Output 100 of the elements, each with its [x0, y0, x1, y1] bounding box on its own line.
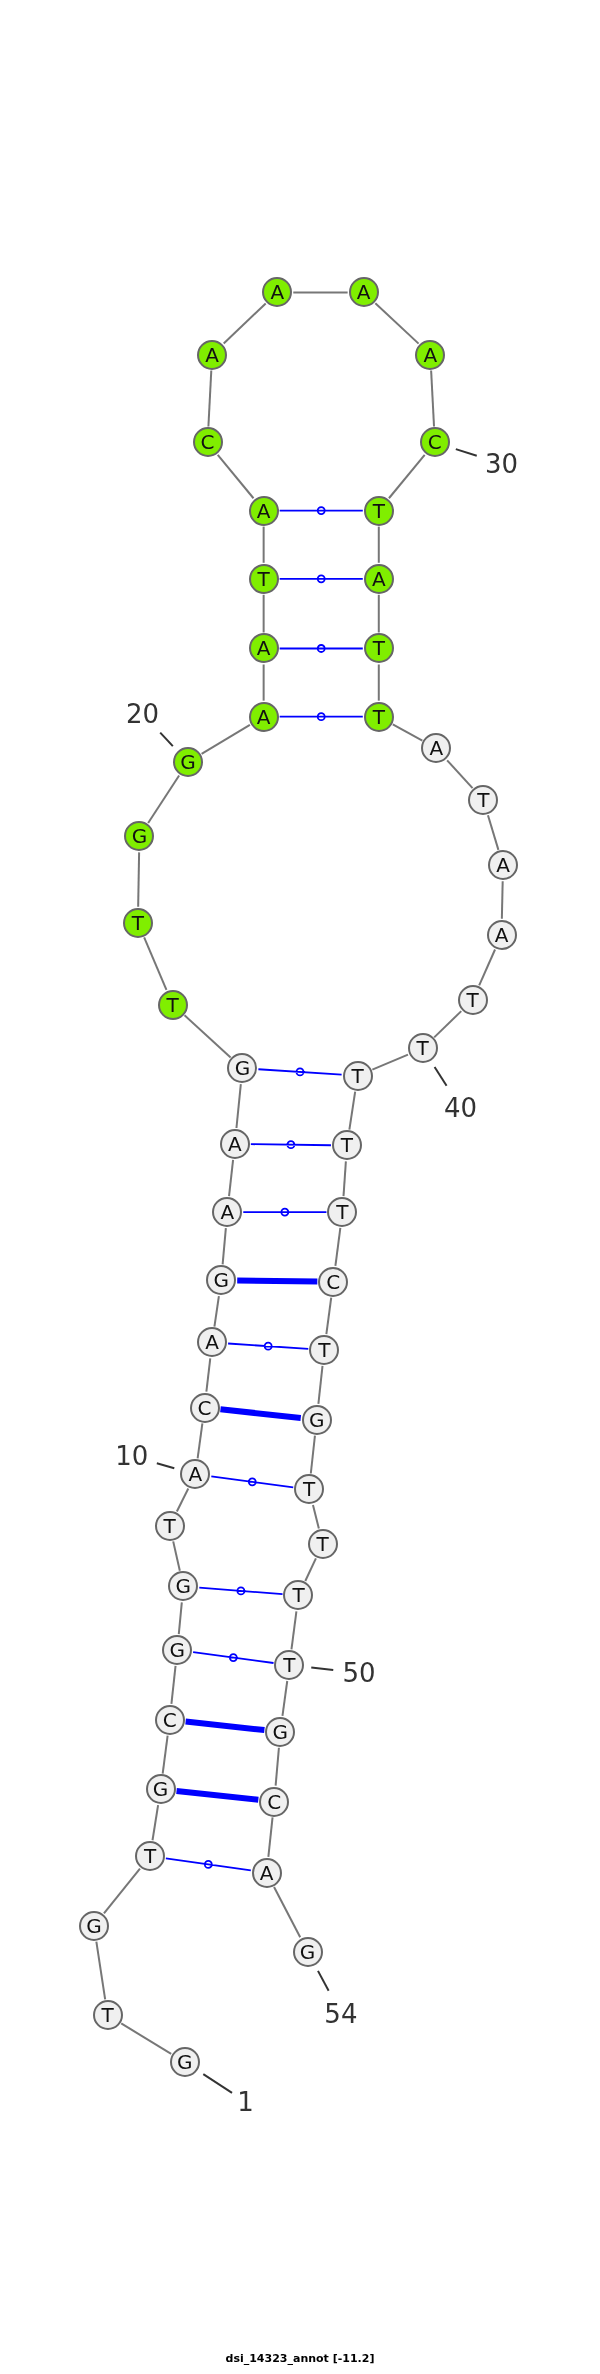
backbone-line [342, 1160, 347, 1198]
nucleotide-circle: A [248, 495, 279, 526]
backbone-line [371, 1053, 409, 1071]
leader-line [317, 1969, 330, 1992]
nucleotide-circle: A [262, 277, 293, 308]
nucleotide-circle: T [331, 1130, 362, 1161]
position-number: 50 [342, 1657, 376, 1688]
nucleotide-circle: T [157, 989, 188, 1020]
backbone-line [478, 948, 497, 987]
nucleotide-circle: G [172, 747, 203, 778]
backbone-line [311, 1503, 320, 1530]
nucleotide-circle: C [154, 1704, 185, 1735]
nucleotide-circle: T [294, 1474, 325, 1505]
backbone-line [274, 1746, 280, 1787]
position-number: 30 [484, 448, 519, 479]
nucleotide-circle: T [307, 1528, 338, 1559]
base-pair-line [210, 1475, 295, 1489]
backbone-line [486, 814, 500, 851]
leader-line [454, 448, 478, 457]
backbone-line [290, 1610, 298, 1651]
caption: dsi_14323_annot [-11.2] [224, 2352, 376, 2365]
nucleotide-circle: T [248, 563, 279, 594]
leader-line [310, 1666, 335, 1671]
nucleotide-circle: T [122, 907, 153, 938]
position-number: 40 [444, 1092, 478, 1123]
nucleotide-circle: A [197, 1327, 228, 1358]
nucleotide-circle: T [154, 1510, 185, 1541]
backbone-line [273, 1885, 302, 1939]
backbone-line [170, 1664, 177, 1705]
backbone-line [222, 302, 267, 345]
nucleotide-circle: A [348, 277, 379, 308]
backbone-line [262, 663, 265, 702]
backbone-line [177, 1601, 183, 1636]
nucleotide-circle: G [124, 821, 155, 852]
nucleotide-circle: C [192, 427, 223, 458]
nucleotide-circle: G [206, 1265, 237, 1296]
backbone-line [262, 525, 265, 564]
nucleotide-circle: T [363, 633, 394, 664]
backbone-line [348, 1090, 357, 1131]
backbone-line [433, 1010, 463, 1039]
nucleotide-circle: A [251, 1857, 282, 1888]
backbone-line [377, 663, 380, 702]
nucleotide-circle: A [219, 1128, 250, 1159]
backbone-line [228, 1158, 235, 1198]
position-number: 10 [115, 1441, 149, 1472]
backbone-line [235, 1083, 242, 1129]
base-pair-line [227, 1341, 310, 1351]
nucleotide-circle: A [415, 339, 446, 370]
nucleotide-circle: G [301, 1404, 332, 1435]
base-pair-line [192, 1651, 275, 1664]
nucleotide-circle: C [189, 1392, 220, 1423]
backbone-line [309, 1434, 316, 1475]
backbone-line [207, 369, 213, 428]
backbone-line [500, 880, 504, 920]
nucleotide-circle: T [309, 1335, 340, 1365]
nucleotide-circle: A [363, 563, 394, 594]
backbone-line [143, 936, 168, 991]
backbone-line [304, 1557, 317, 1582]
nucleotide-circle: C [318, 1266, 349, 1297]
position-number: 20 [125, 698, 159, 729]
backbone-line [147, 774, 181, 824]
nucleotide-circle: A [486, 919, 517, 950]
leader-line [155, 1462, 176, 1470]
nucleotide-circle: G [162, 1635, 193, 1665]
backbone-line [151, 1804, 160, 1842]
backbone-line [317, 1364, 324, 1405]
nucleotide-circle: A [421, 733, 452, 764]
backbone-line [377, 593, 380, 634]
base-pair-line [176, 1788, 259, 1803]
nucleotide-circle: T [327, 1197, 358, 1228]
backbone-line [221, 1227, 227, 1266]
nucleotide-circle: A [180, 1459, 211, 1490]
nucleotide-circle: T [283, 1580, 314, 1611]
nucleotide-circle: C [259, 1786, 290, 1817]
backbone-line [292, 291, 349, 294]
nucleotide-circle: G [145, 1774, 176, 1805]
base-pair-line [278, 506, 364, 515]
nucleotide-circle: T [363, 701, 394, 732]
base-pair-line [249, 1140, 332, 1150]
backbone-line [267, 1816, 274, 1858]
nucleotide-circle: T [135, 1841, 165, 1872]
leader-line [202, 2073, 234, 2094]
base-pair-line [278, 574, 364, 584]
backbone-line [334, 1227, 342, 1267]
nucleotide-circle: A [212, 1197, 243, 1228]
backbone-line [120, 2022, 173, 2055]
nucleotide-circle: G [78, 1910, 109, 1941]
nucleotide-circle: T [407, 1033, 438, 1064]
backbone-line [196, 1422, 204, 1460]
backbone-line [95, 1940, 107, 2001]
nucleotide-circle: G [292, 1936, 323, 1967]
backbone-line [325, 1296, 333, 1336]
nucleotide-circle: T [468, 785, 499, 815]
nucleotide-circle: A [197, 339, 228, 370]
base-pair-line [220, 1406, 302, 1421]
backbone-line [161, 1734, 169, 1775]
backbone-line [175, 1487, 190, 1513]
nucleotide-circle: G [168, 1571, 199, 1602]
base-pair-line [164, 1857, 252, 1872]
backbone-line [213, 1295, 220, 1328]
